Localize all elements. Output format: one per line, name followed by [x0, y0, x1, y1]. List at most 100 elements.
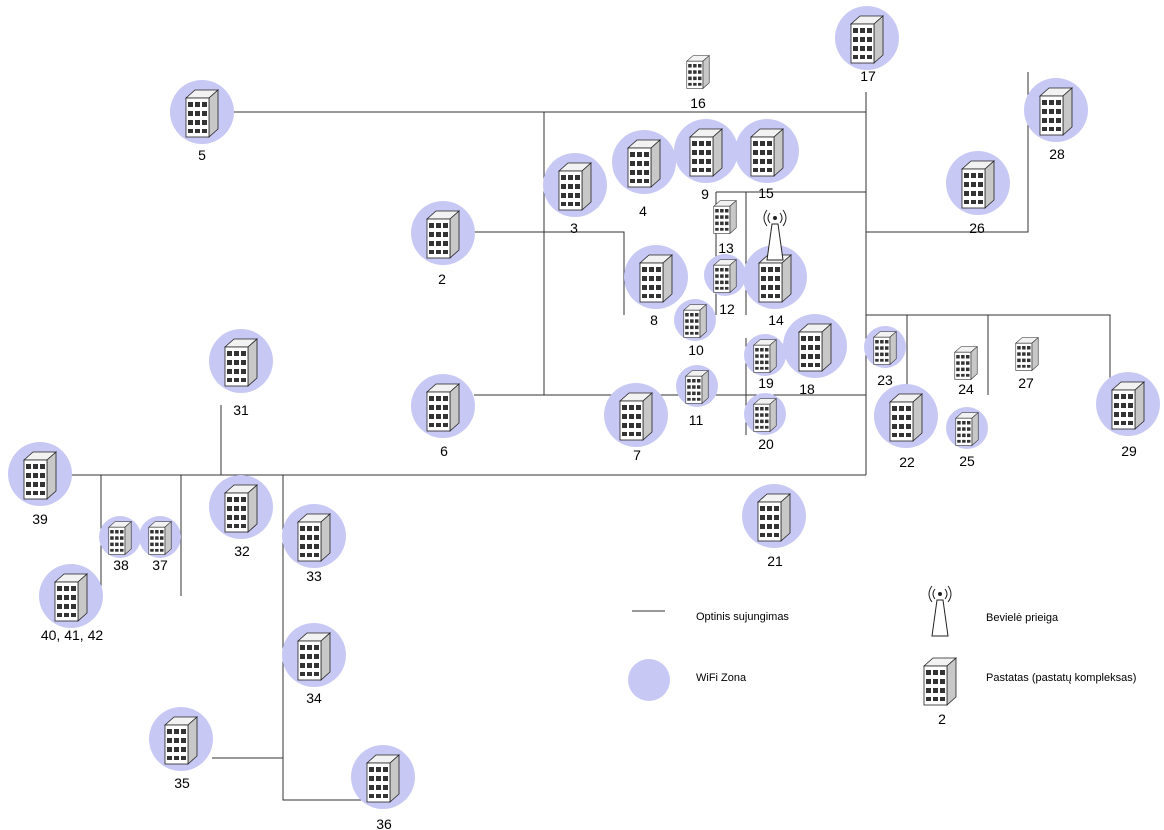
building-label: 36	[376, 816, 392, 830]
building-icon	[750, 128, 784, 177]
building-node-2: 2	[411, 201, 475, 287]
building-label: 35	[174, 775, 190, 791]
building-label: 32	[234, 543, 250, 559]
legend-building-label: Pastatas (pastatų kompleksas)	[986, 672, 1136, 684]
building-icon	[889, 393, 923, 442]
building-label: 21	[767, 553, 783, 569]
building-icon	[955, 412, 979, 446]
building-label: 5	[198, 147, 206, 163]
building-icon	[627, 139, 661, 188]
building-node-19: 19	[744, 334, 786, 391]
building-icon	[164, 716, 198, 765]
building-node-27: 27	[1015, 337, 1039, 391]
legend-building-example-number: 2	[938, 711, 946, 727]
building-icon	[689, 128, 723, 177]
legend-wireless-access-label: Bevielė prieiga	[986, 612, 1059, 624]
building-label: 24	[958, 381, 974, 397]
building-icon	[639, 254, 673, 303]
building-node-7: 7	[604, 383, 668, 463]
building-icon	[366, 754, 400, 803]
building-label: 33	[306, 568, 322, 584]
building-node-39: 39	[8, 442, 72, 527]
building-icon	[558, 162, 592, 211]
building-node-17: 17	[835, 6, 899, 84]
building-label: 4	[639, 203, 647, 219]
building-icon	[426, 383, 460, 432]
building-node-20: 20	[744, 393, 786, 452]
legend-antenna-icon	[928, 585, 952, 637]
building-node-31: 31	[209, 329, 273, 418]
building-node-9: 9	[674, 119, 738, 202]
building-node-26: 26	[946, 151, 1010, 236]
building-label: 11	[689, 412, 704, 428]
building-icon	[185, 89, 219, 138]
building-label: 27	[1018, 375, 1034, 391]
building-node-10: 10	[674, 299, 716, 358]
building-icon	[798, 323, 832, 372]
building-node-11: 11	[676, 365, 718, 428]
building-label: 7	[633, 447, 641, 463]
building-icon	[1111, 381, 1145, 430]
legend: Optinis sujungimas WiFi Zona Bevielė pri…	[628, 585, 1136, 727]
building-icon	[961, 160, 995, 209]
building-label: 13	[718, 240, 734, 256]
building-label: 38	[113, 557, 129, 573]
building-icon	[108, 521, 132, 555]
building-node-33: 33	[282, 504, 346, 584]
building-label: 15	[758, 185, 774, 201]
building-label: 16	[690, 95, 706, 111]
building-node-12: 12	[704, 254, 746, 317]
building-label: 3	[570, 220, 578, 236]
building-icon	[224, 338, 258, 387]
building-node-29: 29	[1096, 372, 1160, 459]
building-icon	[426, 210, 460, 259]
optical-links	[70, 72, 1111, 801]
building-label: 8	[650, 312, 658, 328]
building-icon	[1015, 337, 1039, 371]
building-node-23: 23	[864, 326, 906, 388]
building-icon	[224, 484, 258, 533]
building-node-32: 32	[209, 475, 273, 559]
building-node-35: 35	[149, 707, 213, 791]
building-icon	[757, 493, 791, 542]
building-label: 26	[969, 220, 985, 236]
building-label: 23	[877, 372, 893, 388]
building-label: 28	[1049, 146, 1065, 162]
legend-wifi-zone-symbol	[628, 659, 670, 701]
building-label: 22	[899, 454, 915, 470]
building-label: 20	[758, 436, 774, 452]
building-label: 34	[306, 690, 322, 706]
building-icon	[54, 573, 88, 622]
building-node-15: 15	[735, 119, 799, 201]
building-icon	[954, 346, 978, 380]
building-node-5: 5	[170, 80, 234, 163]
building-label: 10	[688, 342, 704, 358]
building-label: 25	[959, 453, 975, 469]
building-node-38: 38	[99, 516, 141, 573]
building-label: 2	[438, 271, 446, 287]
legend-wifi-zone-label: WiFi Zona	[696, 672, 747, 684]
building-node-21: 21	[742, 484, 806, 569]
building-label: 29	[1121, 443, 1137, 459]
building-icon	[713, 200, 737, 234]
building-node-36: 36	[351, 745, 415, 830]
building-node-22: 22	[874, 384, 938, 470]
building-node-14: 14	[743, 245, 807, 328]
legend-optical-link-label: Optinis sujungimas	[696, 611, 789, 623]
building-icon	[713, 259, 737, 293]
building-node-28: 28	[1024, 78, 1088, 162]
building-icon	[148, 521, 172, 555]
building-icon	[297, 632, 331, 681]
building-icon	[758, 254, 792, 303]
building-icon	[619, 392, 653, 441]
building-label: 39	[32, 511, 48, 527]
building-label: 12	[719, 301, 735, 317]
building-label: 40, 41, 42	[41, 627, 103, 643]
building-icon	[753, 398, 777, 432]
building-node-40-41-42: 40, 41, 42	[39, 564, 103, 643]
building-label: 37	[152, 557, 168, 573]
building-label: 6	[440, 443, 448, 459]
